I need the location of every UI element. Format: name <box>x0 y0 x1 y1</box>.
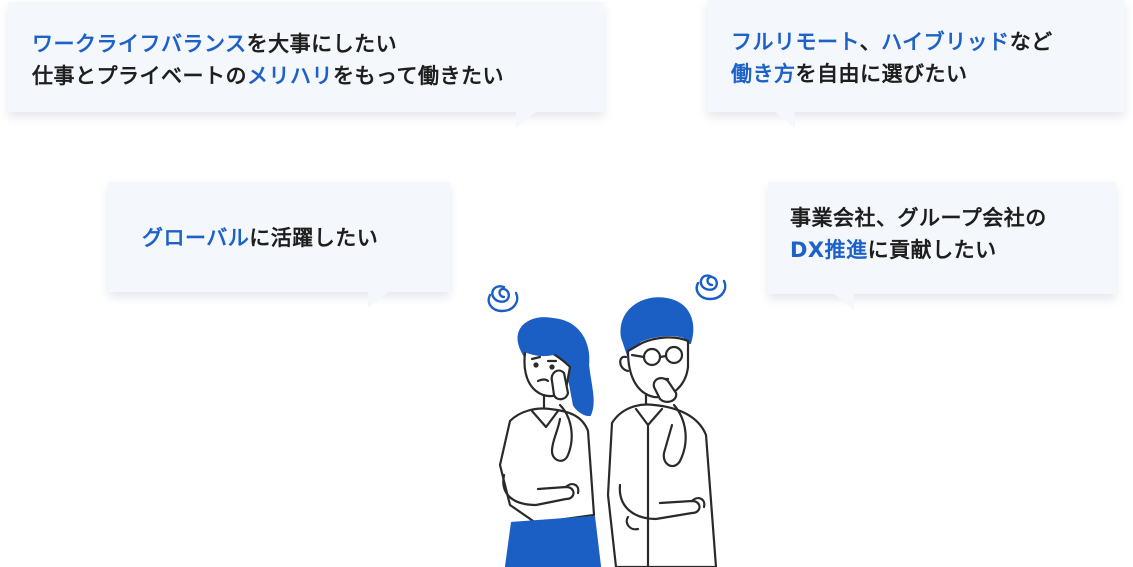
woman-blouse <box>498 407 596 525</box>
highlight-text: ハイブリッド <box>881 30 1010 54</box>
man-hand <box>652 377 678 403</box>
highlight-text: グローバル <box>142 226 250 250</box>
bubble-tail <box>368 292 388 308</box>
highlight-text: メリハリ <box>247 64 333 88</box>
bubble-text: 、 <box>859 30 882 54</box>
thinking-people-illustration <box>487 274 727 567</box>
bubble-line: グローバルに活躍したい <box>142 222 450 254</box>
highlight-text: DX推進 <box>790 238 868 262</box>
bubble-text: を自由に選びたい <box>795 62 968 86</box>
bubble-line: 仕事とプライベートのメリハリをもって働きたい <box>32 60 604 92</box>
dizzy-swirl-icon <box>487 285 519 313</box>
speech-bubble-dx: 事業会社、グループ会社の DX推進に貢献したい <box>768 182 1116 310</box>
bubble-text: に貢献したい <box>867 238 997 262</box>
bubble-line: ワークライフバランスを大事にしたい <box>32 28 604 60</box>
bubble-tail <box>516 112 536 128</box>
highlight-text: ワークライフバランス <box>32 32 247 56</box>
man-hair <box>620 297 694 357</box>
woman-hand <box>550 369 570 401</box>
woman-figure <box>498 317 602 567</box>
highlight-text: 働き方 <box>731 62 796 86</box>
bubble-line: 事業会社、グループ会社の <box>790 202 1116 234</box>
bubble-line: DX推進に貢献したい <box>790 234 1116 266</box>
man-figure <box>606 297 718 567</box>
speech-bubble-global: グローバルに活躍したい <box>108 182 450 308</box>
bubble-text: を大事にしたい <box>246 32 398 56</box>
woman-skirt <box>504 515 602 567</box>
bubble-tail <box>834 294 854 310</box>
highlight-text: フルリモート <box>731 30 860 54</box>
man-shirt <box>606 403 718 567</box>
bubble-tail <box>775 112 795 128</box>
bubble-line: 働き方を自由に選びたい <box>731 58 1125 90</box>
bubble-text: をもって働きたい <box>333 64 504 88</box>
glasses-icon <box>630 345 684 367</box>
bubble-text: など <box>1009 30 1053 54</box>
bubble-text: 事業会社、グループ会社の <box>790 206 1047 230</box>
bubble-line: フルリモート、ハイブリッドなど <box>731 26 1125 58</box>
bubble-text: に活躍したい <box>249 226 379 250</box>
man-face <box>626 336 690 399</box>
bubble-text: 仕事とプライベートの <box>32 64 247 88</box>
speech-bubble-remote-hybrid: フルリモート、ハイブリッドなど 働き方を自由に選びたい <box>707 0 1125 128</box>
dizzy-swirl-icon <box>695 274 727 301</box>
speech-bubble-work-life-balance: ワークライフバランスを大事にしたい 仕事とプライベートのメリハリをもって働きたい <box>8 2 604 128</box>
